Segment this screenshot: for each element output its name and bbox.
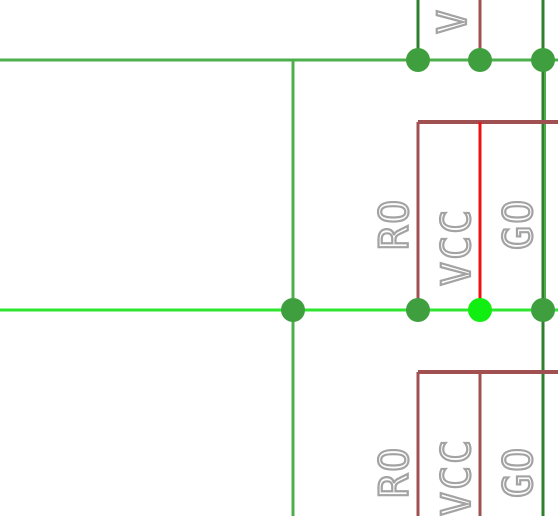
junction-dot[interactable]	[281, 298, 305, 322]
junction-dot[interactable]	[406, 298, 430, 322]
junction-dot[interactable]	[406, 48, 430, 72]
top-symbol-pin-label: V	[430, 8, 476, 34]
bottom-pin-label-go: GO	[496, 446, 542, 498]
bottom-pin-label-vcc: VCC	[434, 438, 480, 516]
bottom-pin-label-ro: RO	[372, 446, 418, 498]
junction-dot[interactable]	[468, 48, 492, 72]
middle-pin-label-ro: RO	[372, 198, 418, 250]
junction-dot[interactable]	[531, 298, 555, 322]
junction-dot-highlighted[interactable]	[468, 298, 492, 322]
middle-component-symbol[interactable]: RO VCC GO	[371, 120, 558, 310]
bottom-component-symbol[interactable]: RO VCC GO	[371, 370, 558, 516]
middle-pin-label-go: GO	[496, 198, 542, 250]
top-component-symbol[interactable]: V	[416, 0, 482, 60]
junction-dot[interactable]	[531, 48, 555, 72]
middle-pin-label-vcc: VCC	[434, 208, 480, 286]
